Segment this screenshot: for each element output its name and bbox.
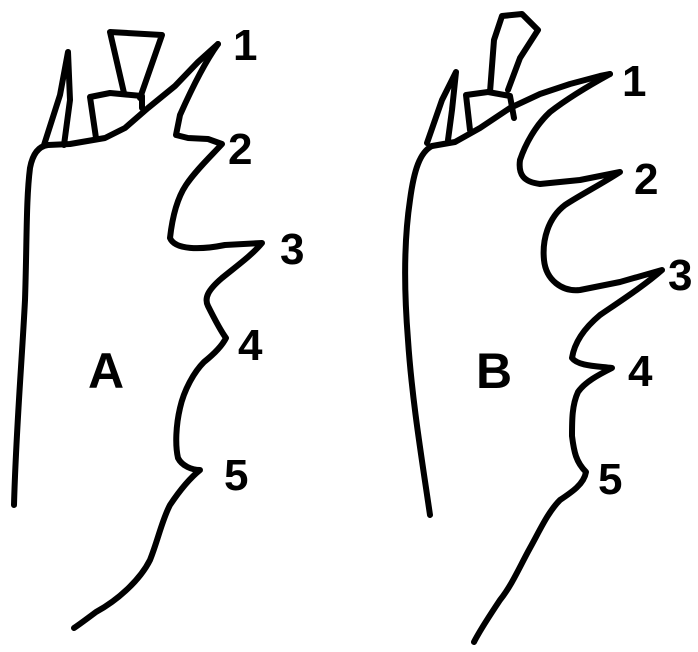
figure-b-landmark-2: 2 bbox=[634, 155, 658, 204]
figure-a-label: A bbox=[88, 343, 124, 399]
figure-a-landmark-2: 2 bbox=[228, 125, 252, 174]
figure-a-back-outline bbox=[14, 145, 48, 505]
figure-b-top-outline bbox=[432, 74, 610, 146]
figure-a-landmark-5: 5 bbox=[224, 451, 248, 500]
figure-b-landmark-1: 1 bbox=[622, 57, 646, 106]
figure-a-landmark-3: 3 bbox=[280, 225, 304, 274]
figure-a-spike bbox=[44, 52, 70, 145]
figure-b-landmark-4: 4 bbox=[628, 347, 653, 396]
figure-a-landmark-4: 4 bbox=[238, 321, 263, 370]
figure-b-spike bbox=[427, 72, 456, 143]
figure-b: B 1 2 3 4 5 bbox=[405, 14, 692, 642]
figure-a-trapezoid bbox=[110, 32, 162, 98]
figure-a-landmark-1: 1 bbox=[233, 21, 257, 70]
figure-b-landmark-5: 5 bbox=[598, 455, 622, 504]
figure-b-label: B bbox=[476, 343, 512, 399]
figure-b-back-outline bbox=[405, 146, 432, 515]
figure-b-finial bbox=[490, 14, 538, 92]
figure-a: A 1 2 3 4 5 bbox=[14, 21, 304, 628]
figure-b-landmark-3: 3 bbox=[668, 251, 692, 300]
